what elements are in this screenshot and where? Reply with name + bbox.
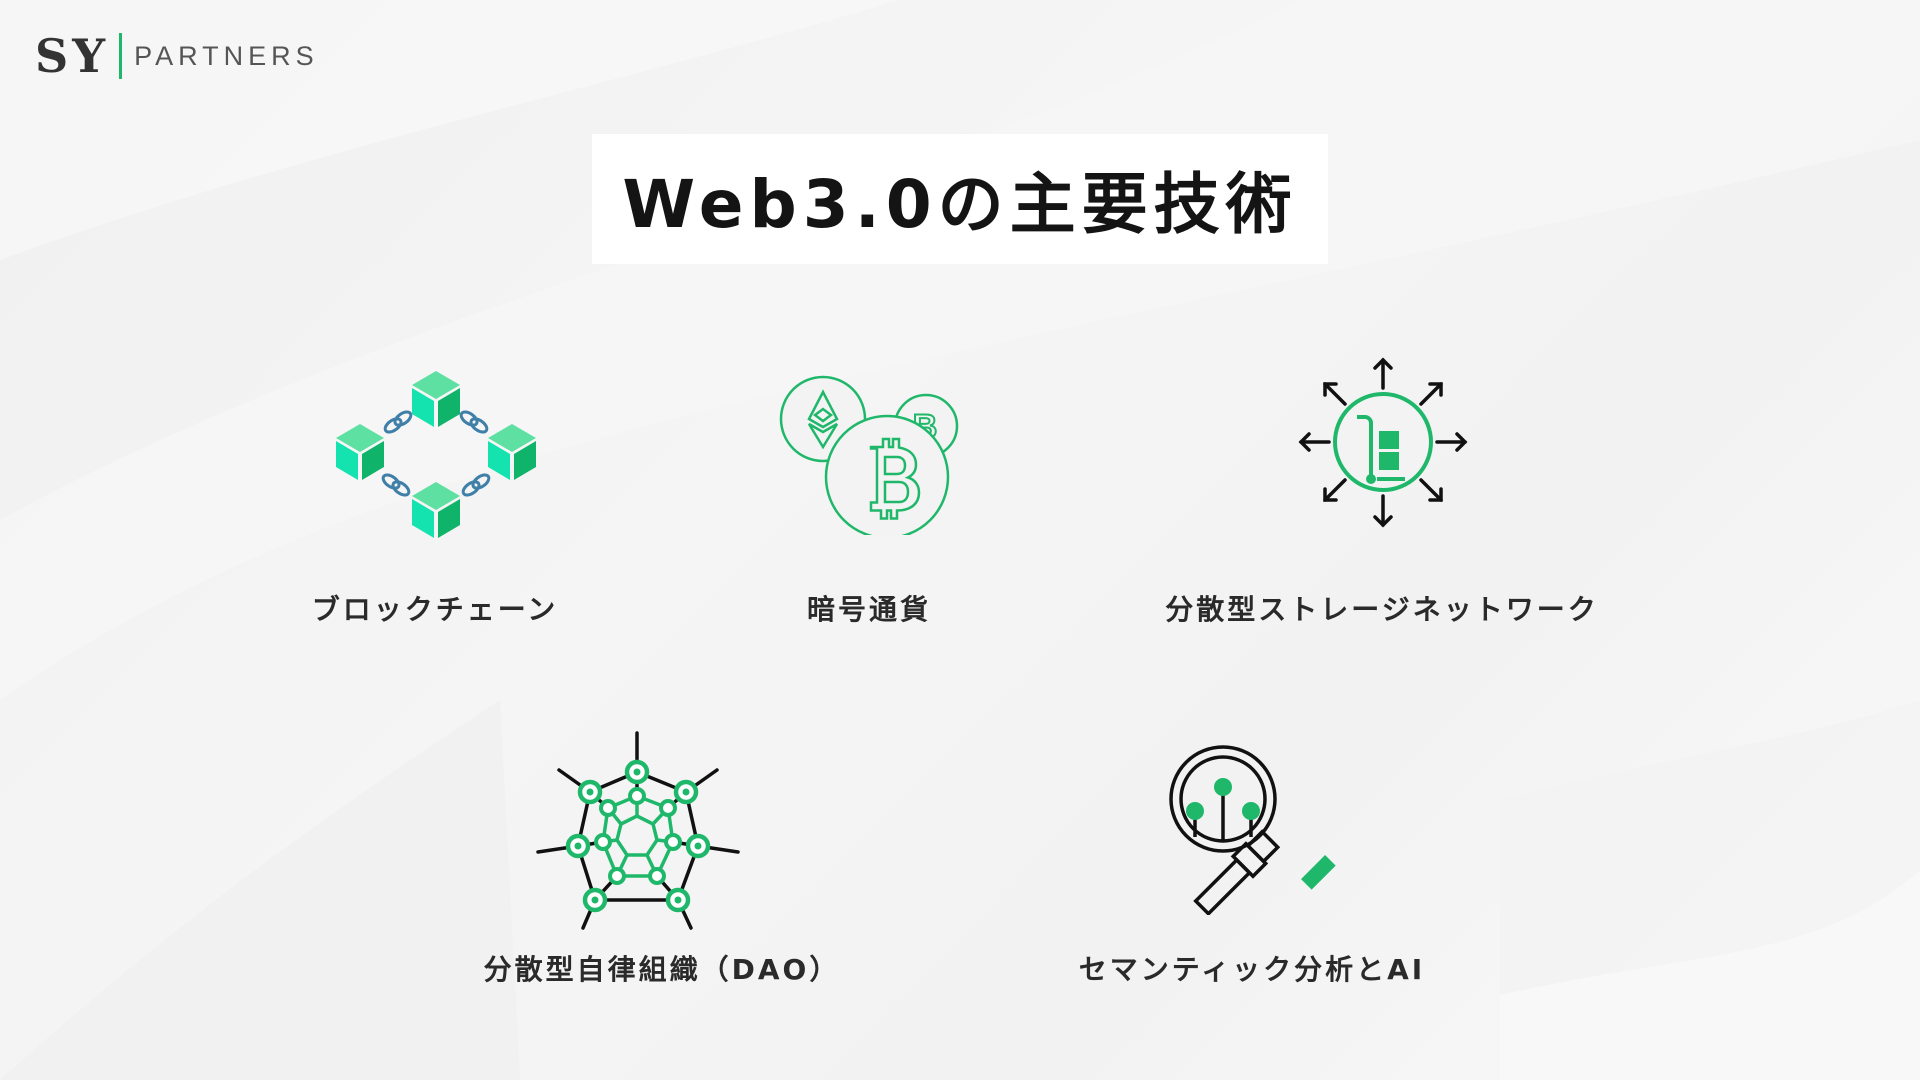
page-title: Web3.0の主要技術 [622, 166, 1298, 243]
tech-label-blockchain: ブロックチェーン [311, 593, 559, 626]
distributed-storage-icon [1298, 357, 1468, 528]
tech-label-distributed-storage: 分散型ストレージネットワーク [1165, 593, 1599, 626]
dao-item [533, 730, 743, 930]
cryptocurrency-icon: B [779, 375, 959, 535]
distributed-storage-item [1295, 355, 1475, 530]
title-box: Web3.0の主要技術 [592, 134, 1328, 264]
company-logo: SY PARTNERS [35, 33, 319, 79]
dao-network-icon [536, 731, 740, 930]
blockchain-item [335, 365, 540, 545]
logo-mark: SY [35, 29, 110, 83]
blockchain-icon [336, 371, 536, 538]
semantic-analysis-magnifier-icon [1169, 745, 1336, 915]
cryptocurrency-item: B [775, 375, 965, 535]
tech-label-cryptocurrency: 暗号通貨 [806, 593, 932, 626]
tech-label-dao: 分散型自律組織（DAO） [483, 953, 841, 986]
logo-name: PARTNERS [134, 40, 319, 71]
tech-label-semantic-ai: セマンティック分析とAI [1078, 953, 1426, 986]
logo-divider [119, 33, 123, 79]
semantic-analysis-item [1165, 745, 1345, 915]
